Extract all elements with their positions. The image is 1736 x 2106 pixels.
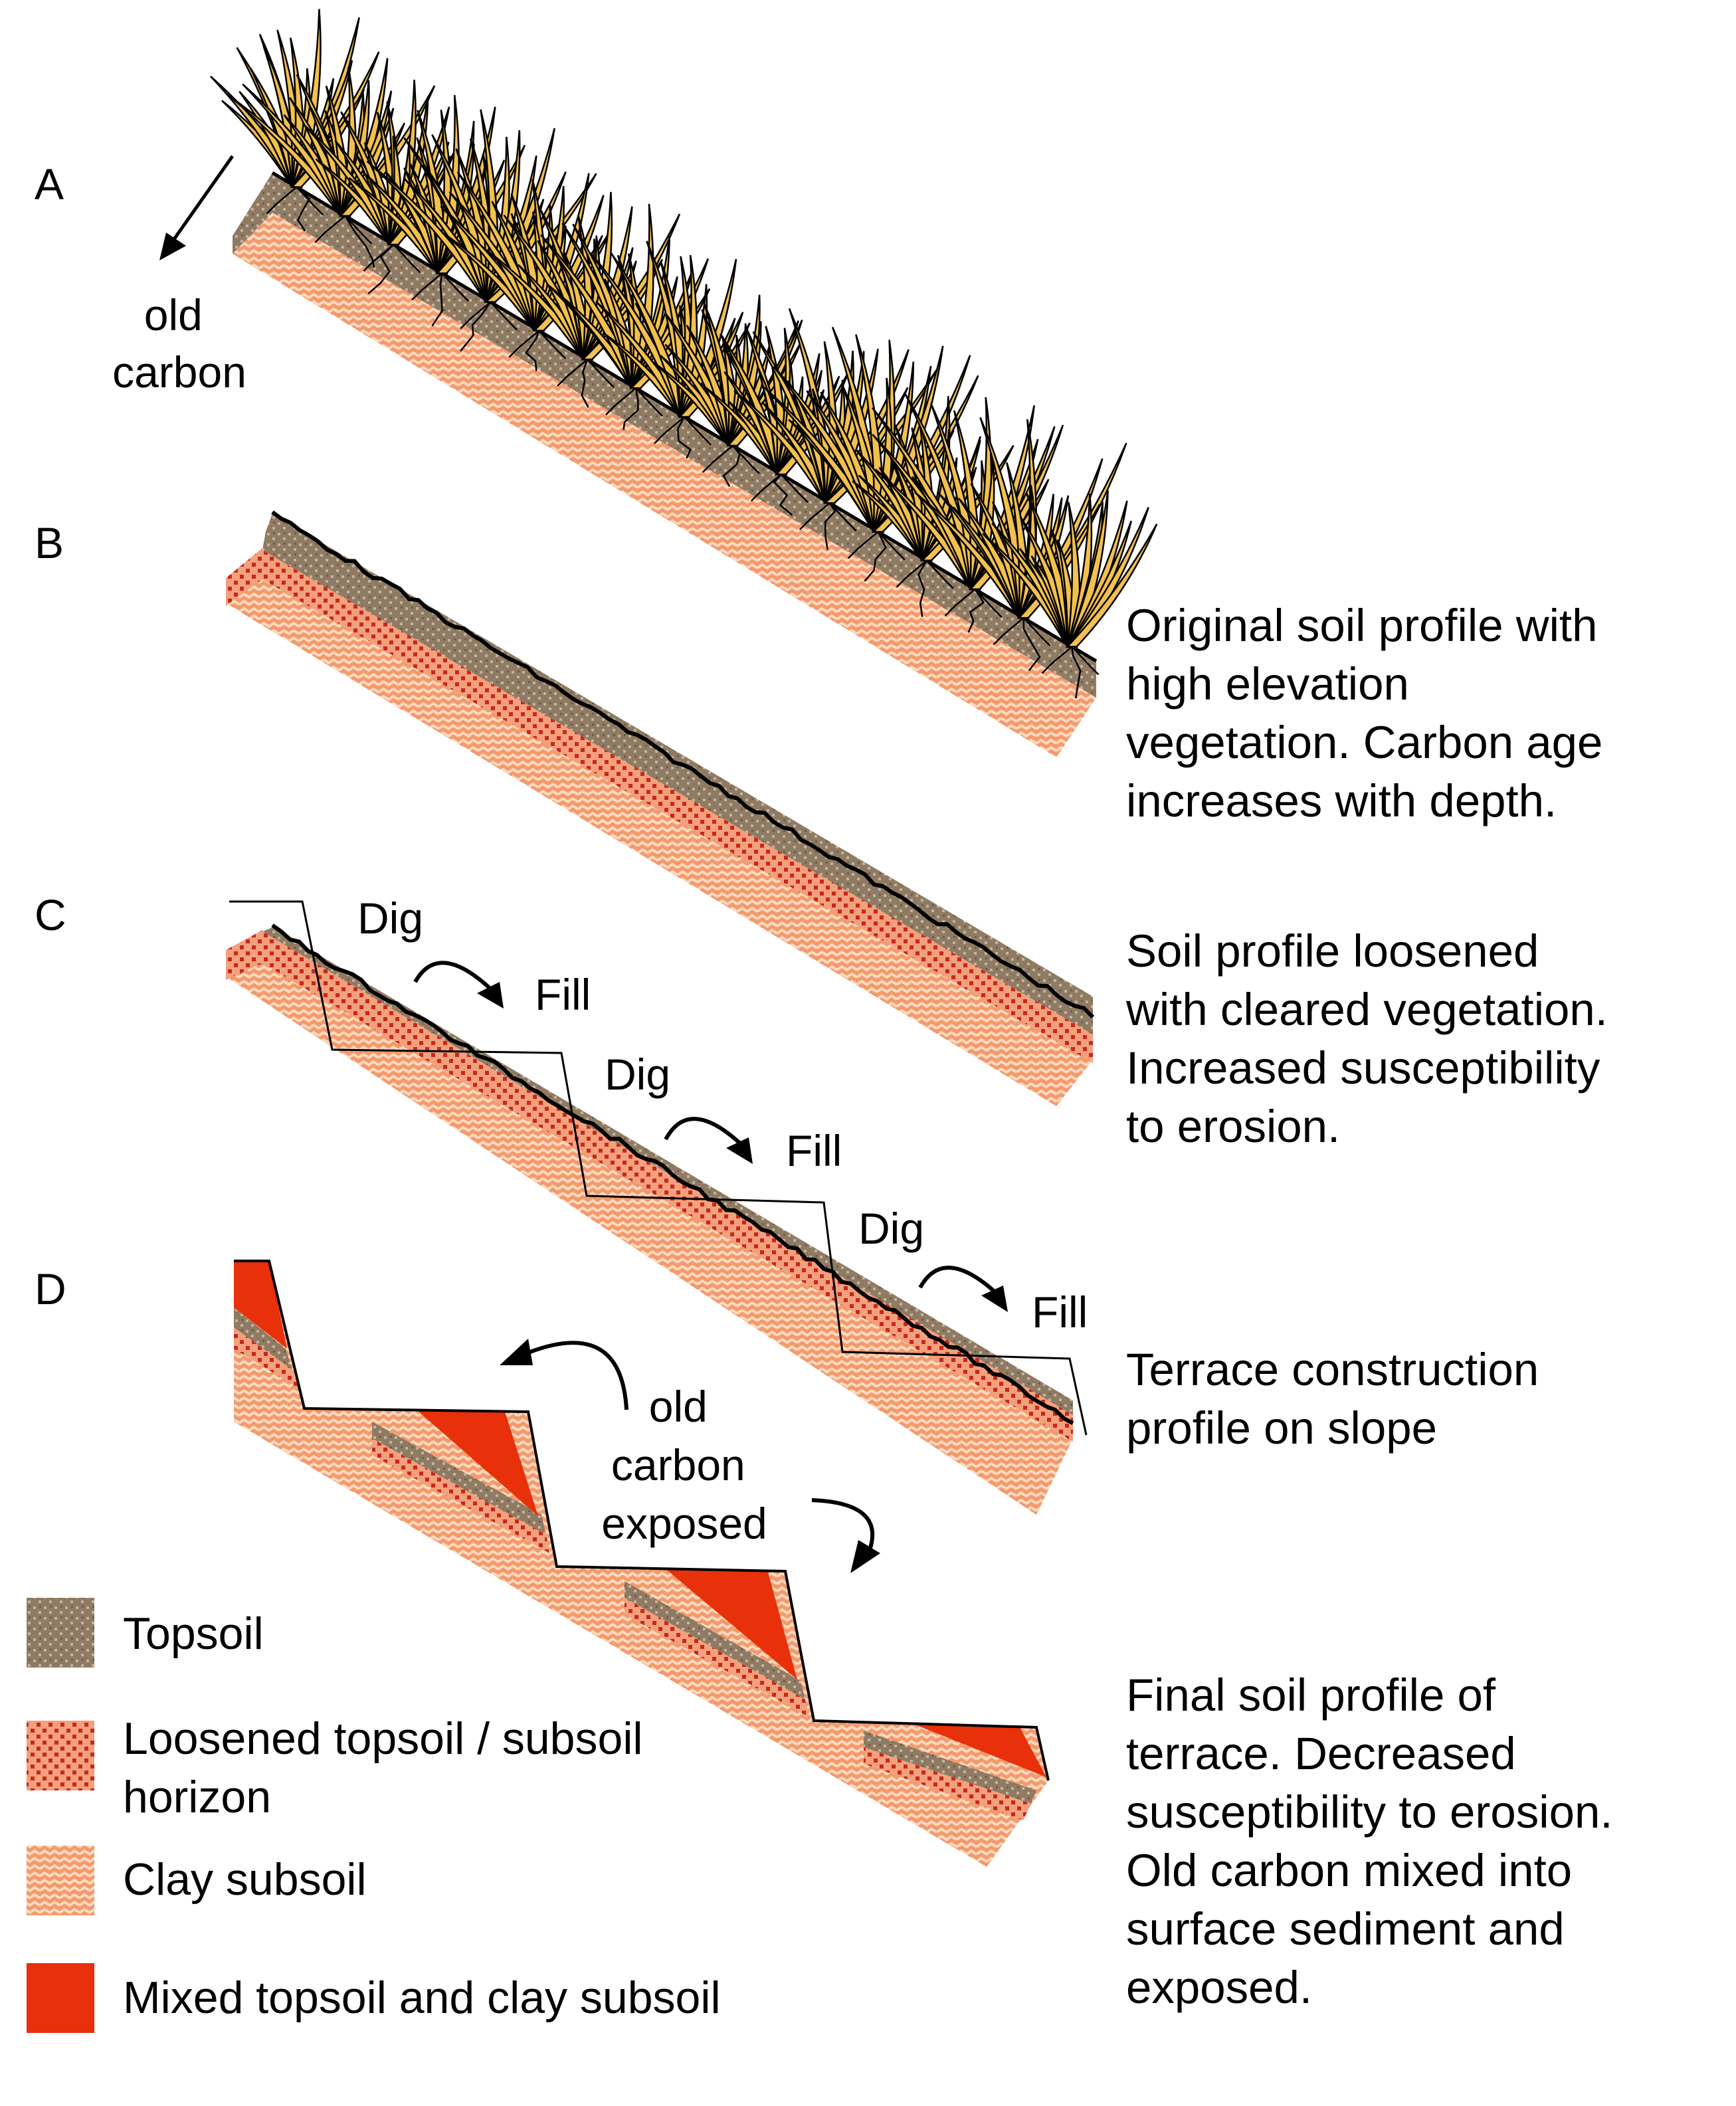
panel-c-loosened-layer bbox=[226, 930, 1073, 1442]
legend-swatch-mixed bbox=[27, 1963, 94, 2033]
panel-d-topsoil-band-1 bbox=[234, 1307, 292, 1370]
panel-d-topsoil-band-2 bbox=[372, 1422, 546, 1535]
mixed-fill-1 bbox=[234, 1261, 287, 1349]
legend-label-loosened: Loosened topsoil / subsoil horizon bbox=[123, 1713, 655, 1822]
old-carbon-exposed-label: old carbon exposed bbox=[601, 1382, 767, 1548]
panel-b-clay-layer bbox=[226, 578, 1093, 1106]
panel-label-a: A bbox=[35, 159, 64, 209]
description-c: Terrace construction profile on slope bbox=[1126, 1344, 1551, 1454]
mixed-fill-2 bbox=[417, 1410, 538, 1516]
legend-swatch-loosened bbox=[27, 1721, 94, 1790]
panel-d-topsoil-band-4 bbox=[864, 1731, 1036, 1804]
panel-d-loose-band-3 bbox=[625, 1598, 809, 1717]
legend-item-loosened: Loosened topsoil / subsoil horizon bbox=[27, 1713, 655, 1822]
panel-a-clay-layer bbox=[233, 206, 1096, 757]
legend-label-clay: Clay subsoil bbox=[123, 1854, 367, 1905]
root-cluster bbox=[1041, 646, 1100, 699]
root-cluster bbox=[799, 502, 857, 550]
panel-b-loosened-layer bbox=[226, 548, 1093, 1063]
panel-a-roots bbox=[266, 186, 1100, 699]
dig-fill-group-2: Dig Fill bbox=[605, 1050, 842, 1175]
root-cluster bbox=[750, 474, 809, 516]
panel-b-soil-profile bbox=[226, 510, 1095, 1106]
dig-label-3: Dig bbox=[858, 1204, 924, 1253]
root-cluster bbox=[944, 588, 1003, 633]
dig-fill-group-3: Dig Fill bbox=[858, 1204, 1088, 1337]
panel-d-loose-band-4 bbox=[864, 1747, 1031, 1820]
root-cluster bbox=[363, 244, 421, 294]
dig-fill-group-1: Dig Fill bbox=[357, 894, 591, 1019]
grass-tuft bbox=[763, 326, 979, 533]
legend-swatch-clay bbox=[27, 1846, 94, 1915]
root-cluster bbox=[460, 301, 518, 352]
fill-label-2: Fill bbox=[786, 1126, 842, 1175]
panel-b-topsoil-layer bbox=[262, 514, 1093, 1034]
panel-label-c: C bbox=[35, 890, 66, 939]
legend-item-mixed: Mixed topsoil and clay subsoil bbox=[27, 1963, 721, 2033]
panel-d-terrace-profile bbox=[234, 1260, 1050, 1867]
description-a: Original soil profile with high elevatio… bbox=[1126, 600, 1616, 826]
panel-a-arrow bbox=[159, 155, 235, 260]
root-cluster bbox=[411, 272, 470, 327]
root-cluster bbox=[654, 416, 712, 459]
root-cluster bbox=[508, 330, 567, 371]
panel-d-loose-band-2 bbox=[372, 1438, 550, 1553]
root-cluster bbox=[896, 559, 954, 617]
legend-swatch-topsoil bbox=[27, 1598, 94, 1668]
dig-label-1: Dig bbox=[357, 894, 423, 943]
legend-label-mixed: Mixed topsoil and clay subsoil bbox=[123, 1972, 721, 2023]
legend: Topsoil Loosened topsoil / subsoil horiz… bbox=[27, 1598, 721, 2033]
legend-label-topsoil: Topsoil bbox=[123, 1608, 264, 1659]
panel-d-loose-band-1 bbox=[234, 1327, 299, 1388]
root-cluster bbox=[847, 531, 906, 582]
dig-label-2: Dig bbox=[605, 1050, 670, 1099]
panel-d-topsoil-band-3 bbox=[625, 1581, 805, 1699]
legend-item-clay: Clay subsoil bbox=[27, 1846, 367, 1915]
terrace-cut-outline bbox=[229, 900, 1088, 1436]
fill-label-1: Fill bbox=[535, 970, 591, 1019]
mixed-fill-4 bbox=[914, 1724, 1046, 1777]
panel-a-topsoil-layer bbox=[233, 173, 1096, 698]
root-cluster bbox=[702, 444, 760, 487]
root-cluster bbox=[557, 359, 615, 408]
panel-c-soil-profile bbox=[226, 923, 1074, 1515]
panel-label-b: B bbox=[35, 518, 64, 567]
panel-label-d: D bbox=[35, 1264, 66, 1313]
old-carbon-exposed-annotation: old carbon exposed bbox=[500, 1339, 880, 1573]
grass-tuft bbox=[982, 490, 1158, 648]
mixed-fill-3 bbox=[664, 1568, 797, 1679]
panel-a-grass bbox=[209, 9, 1158, 648]
root-cluster bbox=[605, 387, 663, 431]
description-b: Soil profile loosened with cleared veget… bbox=[1125, 925, 1620, 1152]
old-carbon-label: old carbon bbox=[112, 290, 246, 397]
fill-label-3: Fill bbox=[1032, 1288, 1088, 1337]
legend-item-topsoil: Topsoil bbox=[27, 1598, 264, 1668]
description-d: Final soil profile of terrace. Decreased… bbox=[1126, 1670, 1626, 2013]
panel-c-clay-layer bbox=[226, 962, 1073, 1515]
root-cluster bbox=[266, 186, 324, 232]
root-cluster bbox=[993, 617, 1051, 672]
